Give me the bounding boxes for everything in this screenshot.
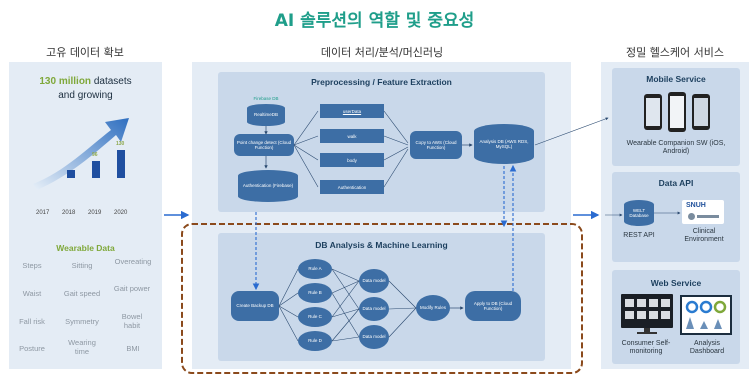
bar-2018: [67, 170, 75, 178]
data-model-node: Data model: [359, 325, 389, 349]
apply-db-node: Apply to DB (Cloud Function): [465, 291, 521, 321]
welt-db-node: WELT Database: [624, 200, 654, 226]
consumer-monitor-icon: [621, 294, 673, 334]
authentication-node: Authentication: [320, 180, 384, 194]
modify-rules-label: Modify Rules: [419, 305, 446, 311]
data-model-node: Data model: [359, 269, 389, 293]
apply-db-label: Apply to DB (Cloud Function): [473, 300, 513, 311]
web-service-box: Web Service Consumer Self-monitoring Ana…: [612, 270, 740, 364]
preprocessing-title: Preprocessing / Feature Extraction: [311, 77, 452, 87]
hospital-name-line: [697, 215, 719, 218]
create-backup-label: Create Backup DB: [236, 303, 274, 309]
year-label: 2017: [36, 210, 50, 216]
rule-label: Rule C: [308, 314, 322, 320]
rule-node: Rule D: [298, 331, 332, 351]
point-change-node: Point change detect (Cloud Function): [234, 134, 294, 156]
year-label: 2020: [114, 210, 128, 216]
data-model-label: Data model: [362, 334, 386, 340]
rule-node: Rule A: [298, 259, 332, 279]
walk-node: walk: [320, 129, 384, 143]
analysis-dashboard-icon: [680, 295, 732, 335]
auth-firebase-node: Authentication (Firebase): [238, 170, 298, 202]
ml-title: DB Analysis & Machine Learning: [315, 240, 448, 250]
data-model-node: Data model: [359, 297, 389, 321]
wearable-item: Gait speed: [63, 289, 101, 298]
datasets-headline: 130 million datasets: [9, 76, 162, 88]
wearable-item: Fall risk: [19, 317, 45, 326]
consumer-label: Consumer Self-monitoring: [621, 340, 671, 356]
data-model-label: Data model: [362, 306, 386, 312]
datasets-rest: datasets: [91, 76, 132, 87]
wearable-item: Gait power: [113, 284, 151, 293]
mobile-service-title: Mobile Service: [646, 74, 706, 84]
analysis-db-label: Analysis DB (AWS RDS, MySQL): [479, 138, 529, 149]
growth-arrow-icon: [33, 118, 129, 190]
data-api-box: Data API WELT Database REST API SNUH Cli…: [612, 172, 740, 262]
wearable-item: Sitting: [71, 261, 93, 270]
realtime-db-node: RealtimeDB: [247, 104, 285, 126]
datasets-highlight: 130 million: [39, 76, 92, 87]
userdata-node: userData: [320, 104, 384, 118]
bar-value-2020: 130: [116, 141, 125, 147]
wearable-data-title: Wearable Data: [56, 243, 115, 253]
mobile-service-text: Wearable Companion SW (iOS, Android): [626, 140, 726, 156]
point-change-label: Point change detect (Cloud Function): [236, 139, 292, 150]
year-label: 2018: [62, 210, 76, 216]
rest-api-label: REST API: [623, 232, 655, 239]
section-right-header: 정밀 헬스케어 서비스: [625, 46, 725, 59]
datasets-line2: and growing: [58, 90, 113, 101]
snuh-text: SNUH: [686, 202, 706, 209]
modify-rules-node: Modify Rules: [416, 295, 450, 321]
rule-node: Rule B: [298, 283, 332, 303]
auth-firebase-label: Authentication (Firebase): [242, 183, 294, 189]
realtime-db-label: RealtimeDB: [253, 112, 278, 118]
body-label: body: [347, 157, 357, 163]
analysis-db-node: Analysis DB (AWS RDS, MySQL): [474, 124, 534, 164]
wearable-item: Wearing time: [68, 338, 96, 356]
wearable-item: Waist: [22, 289, 42, 298]
rule-label: Rule A: [308, 266, 322, 272]
data-api-title: Data API: [658, 178, 694, 188]
authentication-label: Authentication: [337, 184, 367, 190]
analysis-dashboard-label: Analysis Dashboard: [689, 340, 725, 356]
wearable-item: Symmetry: [65, 317, 99, 326]
mobile-service-box: Mobile Service Wearable Companion SW (iO…: [612, 68, 740, 166]
wearable-item: Steps: [22, 261, 42, 270]
wearable-item: Bowel habit: [121, 312, 143, 330]
data-model-label: Data model: [362, 278, 386, 284]
welt-db-label: WELT Database: [629, 207, 649, 218]
bar-2020: [117, 150, 125, 178]
wearable-item: BMI: [126, 344, 140, 353]
hospital-emblem-icon: [688, 213, 695, 220]
section-middle-header: 데이터 처리/분석/머신러닝: [320, 46, 444, 59]
firebase-label: Firebase DB: [253, 96, 279, 101]
rule-node: Rule C: [298, 307, 332, 327]
copy-aws-node: Copy to AWS (Cloud Function): [410, 131, 462, 159]
smartphones-icon: [644, 92, 710, 132]
year-label: 2019: [88, 210, 102, 216]
walk-label: walk: [347, 133, 357, 139]
left-panel: 130 million datasets and growing 96 130 …: [9, 62, 162, 369]
snuh-logo: SNUH: [682, 200, 724, 224]
copy-aws-label: Copy to AWS (Cloud Function): [415, 139, 457, 150]
section-left-header: 고유 데이터 확보: [46, 46, 124, 59]
create-backup-node: Create Backup DB: [231, 291, 279, 321]
rule-label: Rule D: [308, 338, 322, 344]
page-title: AI 솔루션의 역할 및 중요성: [274, 11, 475, 31]
clinical-environment-label: Clinical Environment: [684, 228, 724, 244]
wearable-item: Overeating: [114, 257, 152, 266]
userdata-label: userData: [342, 108, 362, 114]
preprocessing-box: Preprocessing / Feature Extraction Fireb…: [218, 72, 545, 212]
body-node: body: [320, 153, 384, 167]
web-service-title: Web Service: [650, 278, 702, 288]
bar-2019: [92, 161, 100, 178]
wearable-item: Posture: [19, 344, 45, 353]
rule-label: Rule B: [308, 290, 322, 296]
bar-value-2019: 96: [92, 152, 98, 158]
ml-box: DB Analysis & Machine Learning Create Ba…: [218, 233, 545, 361]
